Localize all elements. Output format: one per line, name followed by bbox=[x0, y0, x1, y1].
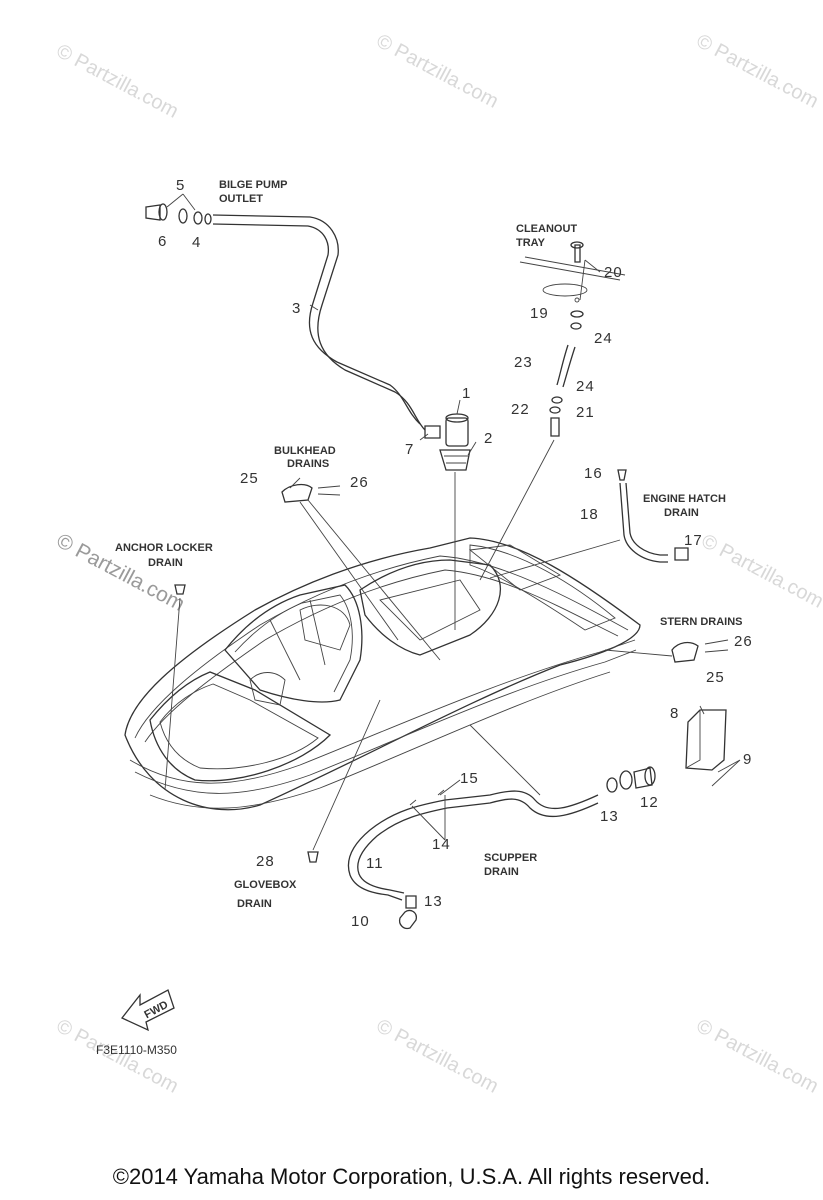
callout-cleanout-tray: CLEANOUT bbox=[516, 223, 577, 235]
callout-anchor-locker-drain: DRAIN bbox=[148, 557, 183, 569]
fwd-arrow: FWD bbox=[120, 989, 175, 1032]
part-number: 2 bbox=[484, 430, 493, 447]
bilge-hose-3 bbox=[212, 214, 426, 431]
watermark: © Partzilla.com bbox=[693, 1015, 822, 1098]
callout-bulkhead-drains: DRAINS bbox=[287, 458, 329, 470]
part-number: 6 bbox=[158, 233, 167, 250]
part-number: 25 bbox=[240, 470, 259, 487]
part-number: 18 bbox=[580, 506, 599, 523]
callout-cleanout-tray: TRAY bbox=[516, 237, 546, 249]
part-number: 1 bbox=[462, 385, 471, 402]
part-number: 24 bbox=[576, 378, 595, 395]
bilge-pump bbox=[419, 399, 477, 630]
scupper-drain-fittings bbox=[606, 766, 656, 793]
callout-bilge-pump-outlet: OUTLET bbox=[219, 193, 263, 205]
figure-code: F3E1110-M350 bbox=[96, 1043, 177, 1057]
part-number: 17 bbox=[684, 532, 703, 549]
anchor-locker-drain bbox=[164, 584, 186, 791]
glovebox-drain bbox=[307, 699, 381, 863]
part-number: 3 bbox=[292, 300, 301, 317]
part-number: 19 bbox=[530, 305, 549, 322]
part-number: 7 bbox=[405, 441, 414, 458]
callout-stern-drains: STERN DRAINS bbox=[660, 616, 743, 628]
part-number: 16 bbox=[584, 465, 603, 482]
part-number: 28 bbox=[256, 853, 275, 870]
bilge-outlet-fittings bbox=[145, 193, 212, 225]
part-number: 12 bbox=[640, 794, 659, 811]
callout-labels: BILGE PUMP OUTLET CLEANOUT TRAY BULKHEAD… bbox=[115, 179, 743, 910]
part-number: 9 bbox=[743, 751, 752, 768]
part-number: 14 bbox=[432, 836, 451, 853]
part-number: 20 bbox=[604, 264, 623, 281]
part-number: 4 bbox=[192, 234, 201, 251]
engine-hatch-drain bbox=[489, 469, 689, 579]
callout-scupper-drain: DRAIN bbox=[484, 866, 519, 878]
callout-glovebox-drain: GLOVEBOX bbox=[234, 879, 297, 891]
part-number: 13 bbox=[600, 808, 619, 825]
watermark: © Partzilla.com bbox=[698, 530, 823, 613]
part-number: 22 bbox=[511, 401, 530, 418]
part-number: 13 bbox=[424, 893, 443, 910]
watermark: © Partzilla.com bbox=[373, 30, 502, 113]
part-number: 5 bbox=[176, 177, 185, 194]
callout-scupper-drain: SCUPPER bbox=[484, 852, 537, 864]
stern-drains bbox=[604, 639, 729, 663]
part-number: 10 bbox=[351, 913, 370, 930]
callout-engine-hatch-drain: ENGINE HATCH bbox=[643, 493, 726, 505]
callout-anchor-locker-drain: ANCHOR LOCKER bbox=[115, 542, 213, 554]
part-number: 26 bbox=[350, 474, 369, 491]
stern-bracket bbox=[685, 705, 741, 787]
watermark: © Partzilla.com bbox=[53, 40, 182, 123]
callout-bulkhead-drains: BULKHEAD bbox=[274, 445, 336, 457]
part-number: 11 bbox=[366, 855, 384, 872]
part-number: 26 bbox=[734, 633, 753, 650]
callout-glovebox-drain: DRAIN bbox=[237, 898, 272, 910]
part-number: 23 bbox=[514, 354, 533, 371]
callout-bilge-pump-outlet: BILGE PUMP bbox=[219, 179, 287, 191]
watermark: © Partzilla.com bbox=[693, 30, 822, 113]
part-number: 15 bbox=[460, 770, 479, 787]
copyright-notice: ©2014 Yamaha Motor Corporation, U.S.A. A… bbox=[112, 1164, 711, 1189]
bulkhead-drains bbox=[281, 477, 441, 661]
part-number: 21 bbox=[576, 404, 595, 421]
scupper-hose-11 bbox=[347, 724, 599, 930]
cleanout-tray-assembly bbox=[479, 241, 626, 581]
part-number: 8 bbox=[670, 705, 679, 722]
part-number-labels: 5 6 4 3 1 7 2 20 19 24 23 24 22 21 25 26… bbox=[158, 177, 753, 930]
watermark: © Partzilla.com bbox=[373, 1015, 502, 1098]
part-number: 24 bbox=[594, 330, 613, 347]
part-number: 25 bbox=[706, 669, 725, 686]
callout-engine-hatch-drain: DRAIN bbox=[664, 507, 699, 519]
boat-hull bbox=[124, 537, 641, 811]
